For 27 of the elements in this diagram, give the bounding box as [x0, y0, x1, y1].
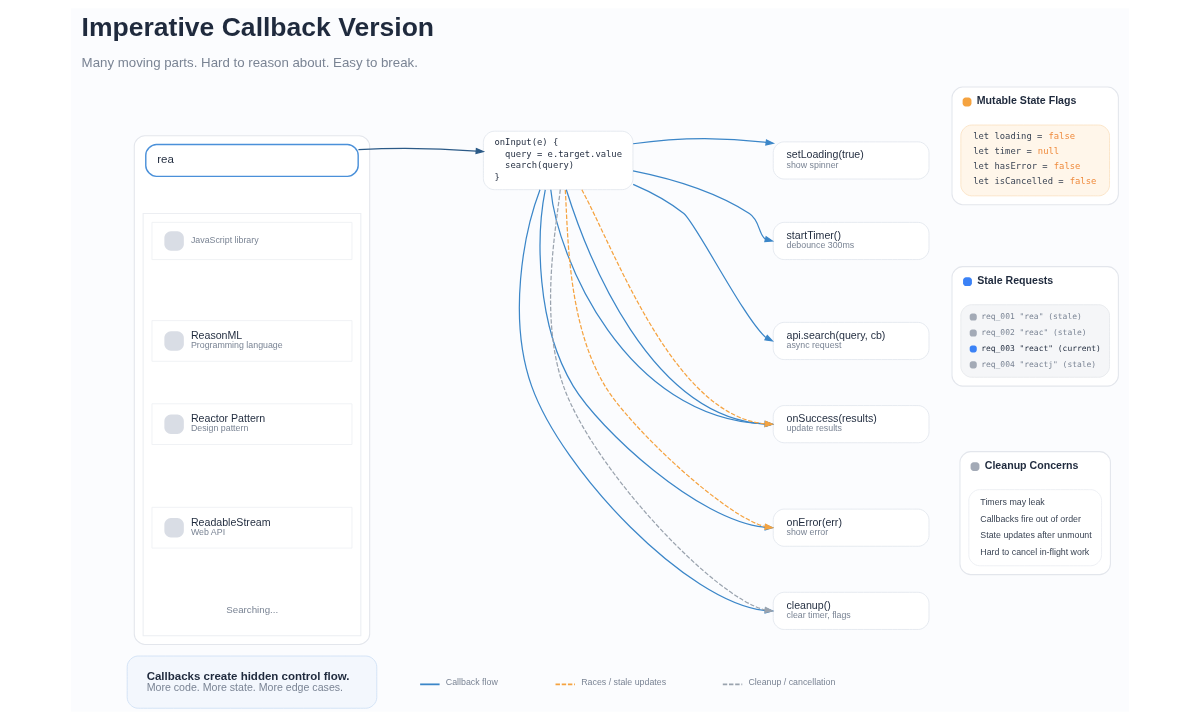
arrow: [632, 170, 775, 243]
node-box: JavaScript library: [151, 221, 353, 260]
node-box: ReasonML Programming language: [151, 320, 353, 362]
arrow: [357, 147, 486, 155]
label: Many moving parts. Hard to reason about. Easy to break.: [81, 55, 418, 71]
node-box: onInput(e) { query = e.target.value search(query) }: [482, 130, 634, 191]
diagram-title: Imperative Callback Version: [81, 11, 435, 42]
node-box: Callbacks create hidden control flow. More code. More state. More edge cases.: [126, 655, 378, 709]
cluster: [133, 135, 371, 646]
cluster: [142, 213, 362, 637]
node-box: Reactor Pattern Design pattern: [151, 403, 353, 445]
legend-label: Cleanup / cancellation: [748, 676, 836, 687]
node-text: Searching...: [226, 604, 279, 616]
node-box: api.search(query, cb) async request: [772, 321, 930, 360]
legend-label: Races / stale updates: [581, 676, 667, 687]
node-box: ReadableStream Web API: [151, 506, 353, 549]
node-box: cleanup() clear timer, flags: [772, 591, 930, 630]
arrow: [632, 183, 774, 342]
node-box: onSuccess(results) update results: [772, 405, 930, 444]
node-box: onError(err) show error: [772, 508, 930, 547]
node-box: rea: [145, 143, 359, 178]
node-box: req_001 "rea" (stale) req_002 "reac" (stale) req_003 "react" (current) req_004 "reactj" (stale): [960, 304, 1110, 378]
node-box: startTimer() debounce 300ms: [772, 221, 930, 260]
node-box: setLoading(true) show spinner: [772, 141, 930, 180]
legend-label: Callback flow: [445, 676, 498, 687]
node-box: let loading = false let timer = null let hasError = false let isCancelled = false: [960, 124, 1110, 197]
arrow: [632, 137, 776, 146]
